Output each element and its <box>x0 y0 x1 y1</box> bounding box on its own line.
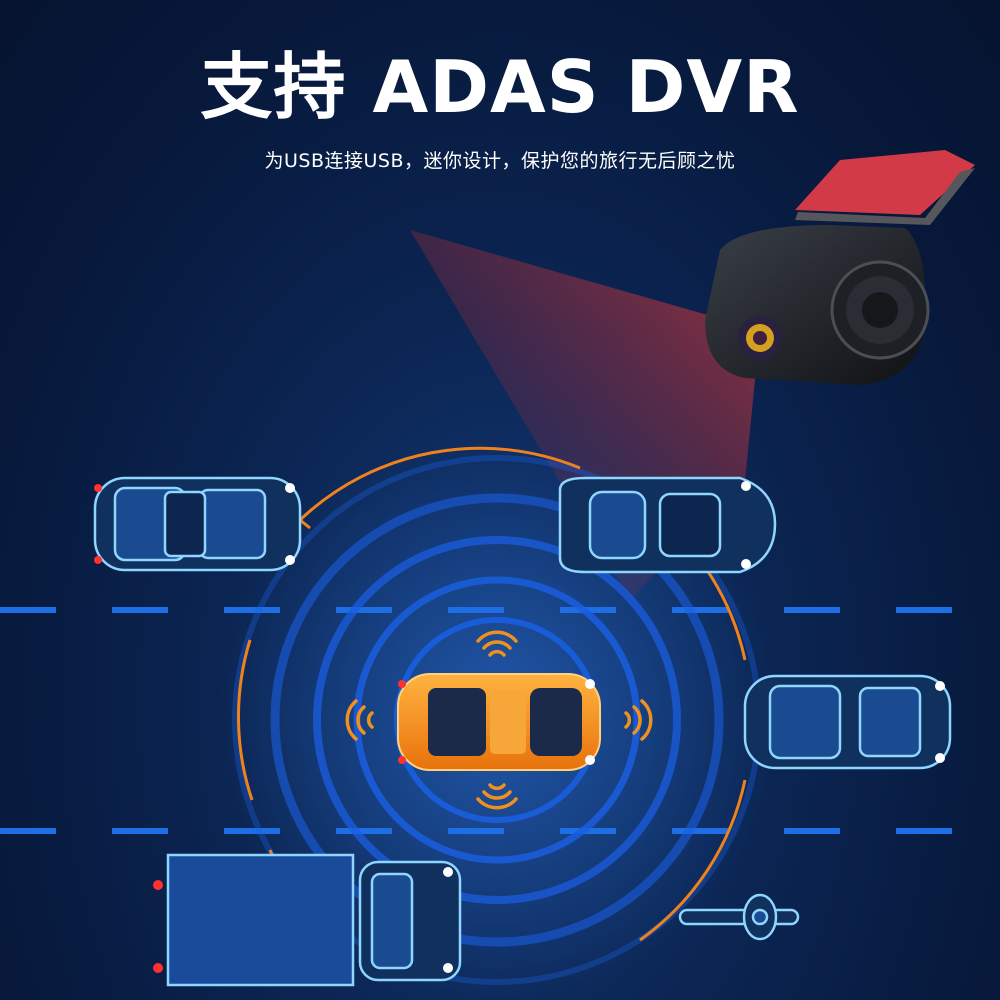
lane-dash <box>336 607 392 613</box>
lane-dash <box>560 828 616 834</box>
lane-dash <box>448 607 504 613</box>
lane-dash <box>896 607 952 613</box>
lane-dash <box>672 607 728 613</box>
motorcycle-icon <box>678 893 800 941</box>
lane-dash <box>0 828 56 834</box>
vehicle-truck <box>153 853 462 987</box>
lane-dash <box>112 828 168 834</box>
lane-dash <box>448 828 504 834</box>
dashcam-device <box>705 150 975 385</box>
lane-dash <box>784 607 840 613</box>
page-title: 支持 ADAS DVR <box>200 45 800 129</box>
ego-car <box>397 673 601 771</box>
page-subtitle: 为USB连接USB，迷你设计，保护您的旅行无后顾之忧 <box>264 150 736 172</box>
lane-dash <box>112 607 168 613</box>
lane-dash <box>0 607 56 613</box>
lane-marking-lower <box>0 828 952 834</box>
lane-dash <box>336 828 392 834</box>
lane-dash <box>224 607 280 613</box>
vehicle-sedan-right <box>743 674 952 770</box>
lane-marking-upper <box>0 607 952 613</box>
vehicle-sedan-left <box>93 476 302 572</box>
lane-dash <box>672 828 728 834</box>
sensor-wave-icon <box>345 630 653 810</box>
vehicle-sports-car <box>558 476 777 574</box>
lane-dash <box>896 828 952 834</box>
lane-dash <box>224 828 280 834</box>
lane-dash <box>784 828 840 834</box>
